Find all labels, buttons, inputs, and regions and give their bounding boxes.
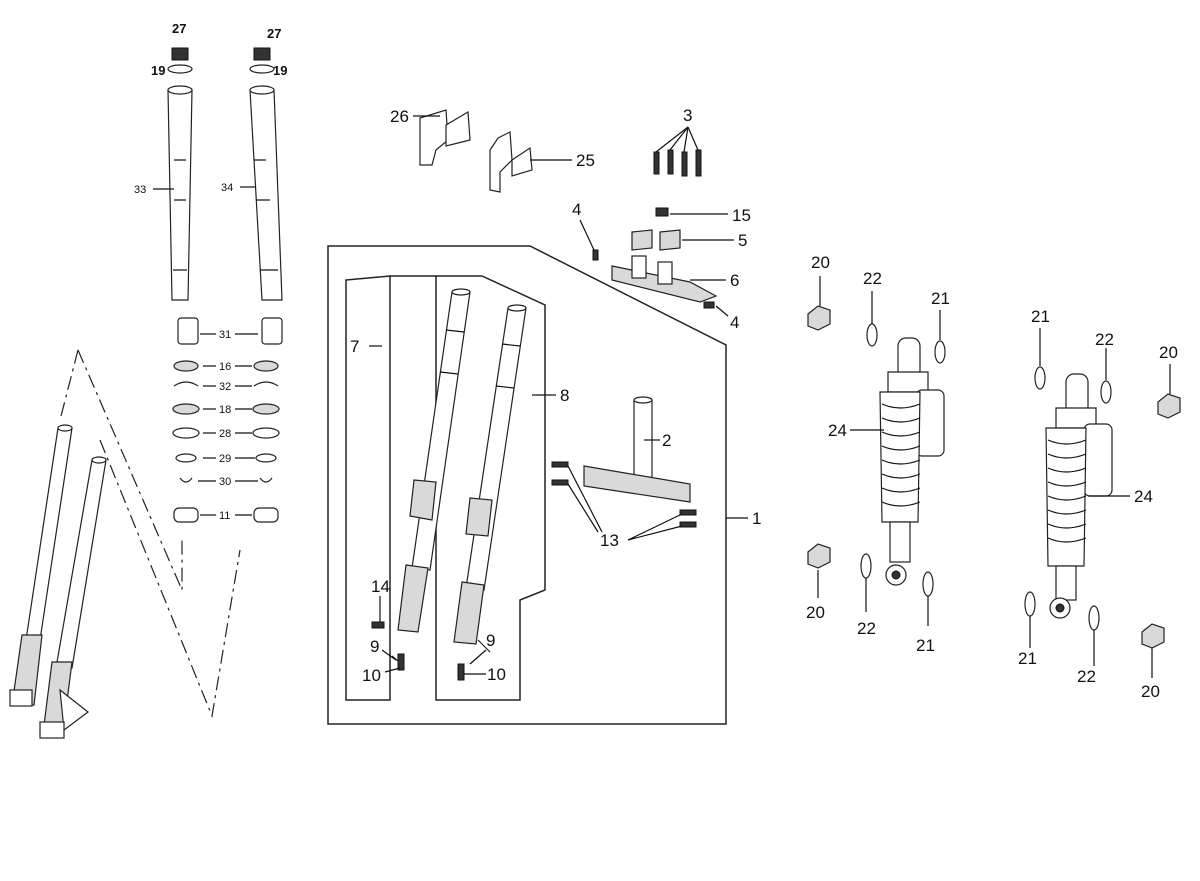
bolt-4-right xyxy=(703,301,715,309)
callout-9-left: 9 xyxy=(370,637,379,656)
fork-inner-tube-33 xyxy=(167,85,193,301)
assembled-fork-left xyxy=(9,424,73,707)
callout-29: 29 xyxy=(219,453,231,465)
shock-hardware-right xyxy=(1024,366,1181,649)
fork-inner-tube-34 xyxy=(249,85,283,301)
callout-21-bottom-right: 21 xyxy=(1018,649,1037,668)
callout-7: 7 xyxy=(350,337,359,356)
callout-19-right: 19 xyxy=(273,63,287,78)
callout-27-left: 27 xyxy=(172,21,186,36)
fork-cap-bolts-27 xyxy=(171,47,271,61)
assembly-frame-1 xyxy=(327,245,727,725)
bolts-3 xyxy=(653,149,702,177)
screw-15 xyxy=(655,207,669,217)
callout-10-right: 10 xyxy=(487,665,506,684)
callout-31: 31 xyxy=(219,329,231,341)
callout-21-bottom-left: 21 xyxy=(916,636,935,655)
fork-leg-8 xyxy=(453,304,527,645)
callout-8: 8 xyxy=(560,386,569,405)
steering-stem-2 xyxy=(583,396,691,503)
callout-10-left: 10 xyxy=(362,666,381,685)
callout-33: 33 xyxy=(134,184,146,196)
callout-32: 32 xyxy=(219,381,231,393)
callout-16: 16 xyxy=(219,361,231,373)
shock-absorber-right xyxy=(1045,373,1113,619)
shock-hardware-left xyxy=(807,305,946,597)
shock-absorber-left xyxy=(879,337,945,586)
callout-14: 14 xyxy=(371,577,390,596)
callout-21-top-left: 21 xyxy=(931,289,950,308)
callout-22-bottom-left: 22 xyxy=(857,619,876,638)
callout-21-top-right: 21 xyxy=(1031,307,1050,326)
assembled-fork-right xyxy=(39,456,107,739)
axle-bolts-14-9-10 xyxy=(371,621,491,681)
callout-20-bottom-right: 20 xyxy=(1141,682,1160,701)
callout-22-top-left: 22 xyxy=(863,269,882,288)
subframe-7 xyxy=(345,275,391,701)
callout-4-top: 4 xyxy=(572,200,581,219)
upper-triple-clamp-6 xyxy=(611,255,718,303)
callout-18: 18 xyxy=(219,404,231,416)
callout-22-top-right: 22 xyxy=(1095,330,1114,349)
callout-20-top-left: 20 xyxy=(811,253,830,272)
fork-leg-7 xyxy=(397,288,471,633)
callout-24-right: 24 xyxy=(1134,487,1153,506)
callout-34: 34 xyxy=(221,182,233,194)
handlebar-bracket-25 xyxy=(489,131,533,193)
handlebar-bracket-26 xyxy=(419,109,471,166)
callout-24-left: 24 xyxy=(828,421,847,440)
callout-1: 1 xyxy=(752,509,761,528)
callout-30: 30 xyxy=(219,476,231,488)
fork-seal-kit xyxy=(172,317,283,523)
callout-26: 26 xyxy=(390,107,409,126)
callout-5: 5 xyxy=(738,231,747,250)
callout-15: 15 xyxy=(732,206,751,225)
callout-11: 11 xyxy=(219,510,230,522)
callout-9-right: 9 xyxy=(486,631,495,650)
callout-19-left: 19 xyxy=(151,63,165,78)
callout-22-bottom-right: 22 xyxy=(1077,667,1096,686)
callout-2: 2 xyxy=(662,431,671,450)
callout-4-right: 4 xyxy=(730,313,739,332)
callout-28: 28 xyxy=(219,428,231,440)
callout-20-top-right: 20 xyxy=(1159,343,1178,362)
pinch-bolts-13 xyxy=(551,461,697,528)
callout-13: 13 xyxy=(600,531,619,550)
callout-27-right: 27 xyxy=(267,26,281,41)
o-rings-19 xyxy=(167,64,275,74)
callout-25: 25 xyxy=(576,151,595,170)
callout-6: 6 xyxy=(730,271,739,290)
callout-20-bottom-left: 20 xyxy=(806,603,825,622)
callout-3: 3 xyxy=(683,106,692,125)
bar-clamp-caps-5 xyxy=(631,229,681,251)
bolt-4-left xyxy=(592,249,599,261)
